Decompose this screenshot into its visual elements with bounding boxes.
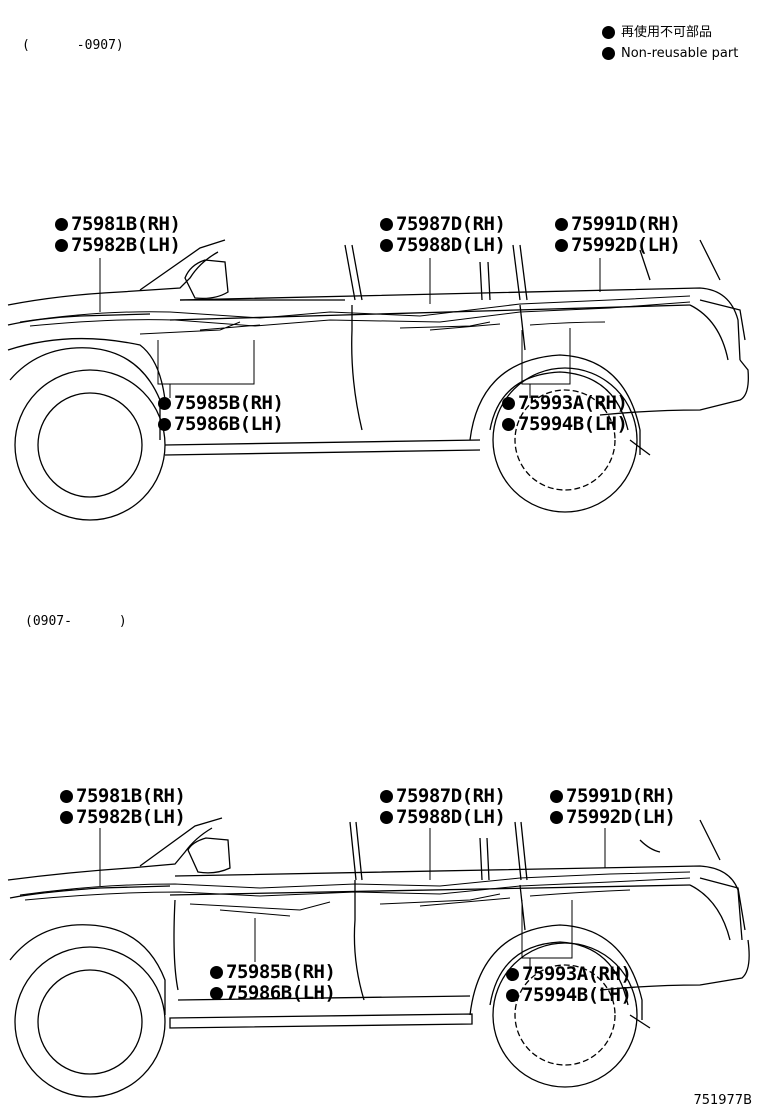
callout-front-door-top: 75987D(RH) 75988D(LH) xyxy=(380,213,506,256)
non-reusable-bullet-icon xyxy=(380,790,393,803)
callout-quarter-top: 75991D(RH) 75992D(LH) xyxy=(555,213,681,256)
callout-quarter-bottom: 75991D(RH) 75992D(LH) xyxy=(550,785,676,828)
non-reusable-bullet-icon xyxy=(60,790,73,803)
part-number-lh: 75994B(LH) xyxy=(518,413,628,435)
non-reusable-bullet-icon xyxy=(555,218,568,231)
non-reusable-bullet-icon xyxy=(380,218,393,231)
non-reusable-bullet-icon xyxy=(502,418,515,431)
part-number-lh: 75992D(LH) xyxy=(571,234,681,256)
callout-lower-front-bottom: 75985B(RH) 75986B(LH) xyxy=(210,961,336,1004)
non-reusable-bullet-icon xyxy=(60,811,73,824)
part-number-rh: 75987D(RH) xyxy=(396,785,506,807)
part-number-lh: 75988D(LH) xyxy=(396,234,506,256)
part-number-lh: 75988D(LH) xyxy=(396,806,506,828)
range-label-top: ( -0907) xyxy=(22,38,124,53)
part-number-lh: 75986B(LH) xyxy=(174,413,284,435)
part-number-rh: 75985B(RH) xyxy=(226,961,336,983)
non-reusable-bullet-icon xyxy=(502,397,515,410)
non-reusable-bullet-icon xyxy=(380,811,393,824)
part-number-rh: 75993A(RH) xyxy=(518,392,628,414)
legend-label-en: Non-reusable part xyxy=(621,46,739,61)
non-reusable-bullet-icon xyxy=(210,966,223,979)
non-reusable-bullet-icon xyxy=(506,989,519,1002)
part-number-rh: 75991D(RH) xyxy=(571,213,681,235)
part-number-rh: 75991D(RH) xyxy=(566,785,676,807)
callout-lower-rear-bottom: 75993A(RH) 75994B(LH) xyxy=(506,963,632,1006)
callout-lower-front-top: 75985B(RH) 75986B(LH) xyxy=(158,392,284,435)
callout-front-fender-bottom: 75981B(RH) 75982B(LH) xyxy=(60,785,186,828)
non-reusable-bullet-icon xyxy=(55,239,68,252)
callout-lower-rear-top: 75993A(RH) 75994B(LH) xyxy=(502,392,628,435)
part-number-rh: 75981B(RH) xyxy=(76,785,186,807)
non-reusable-bullet-icon xyxy=(602,26,615,39)
part-number-lh: 75992D(LH) xyxy=(566,806,676,828)
non-reusable-bullet-icon xyxy=(550,811,563,824)
legend-row-en: Non-reusable part xyxy=(602,43,738,64)
callout-front-fender-top: 75981B(RH) 75982B(LH) xyxy=(55,213,181,256)
part-number-rh: 75981B(RH) xyxy=(71,213,181,235)
non-reusable-bullet-icon xyxy=(602,47,615,60)
non-reusable-bullet-icon xyxy=(506,968,519,981)
non-reusable-bullet-icon xyxy=(158,397,171,410)
part-number-lh: 75982B(LH) xyxy=(71,234,181,256)
legend: 再使用不可部品 Non-reusable part xyxy=(602,22,738,64)
vehicle-side-view-bottom xyxy=(0,560,760,1112)
range-label-bottom: (0907- ) xyxy=(25,614,127,629)
legend-label-ja: 再使用不可部品 xyxy=(621,25,713,40)
non-reusable-bullet-icon xyxy=(210,987,223,1000)
figure-id: 751977B xyxy=(693,1093,752,1108)
vehicle-side-view-top xyxy=(0,0,760,560)
non-reusable-bullet-icon xyxy=(55,218,68,231)
part-number-lh: 75986B(LH) xyxy=(226,982,336,1004)
non-reusable-bullet-icon xyxy=(380,239,393,252)
non-reusable-bullet-icon xyxy=(158,418,171,431)
part-number-rh: 75987D(RH) xyxy=(396,213,506,235)
part-number-lh: 75994B(LH) xyxy=(522,984,632,1006)
callout-front-door-bottom: 75987D(RH) 75988D(LH) xyxy=(380,785,506,828)
non-reusable-bullet-icon xyxy=(555,239,568,252)
part-number-rh: 75993A(RH) xyxy=(522,963,632,985)
legend-row-ja: 再使用不可部品 xyxy=(602,22,738,43)
non-reusable-bullet-icon xyxy=(550,790,563,803)
part-number-lh: 75982B(LH) xyxy=(76,806,186,828)
part-number-rh: 75985B(RH) xyxy=(174,392,284,414)
